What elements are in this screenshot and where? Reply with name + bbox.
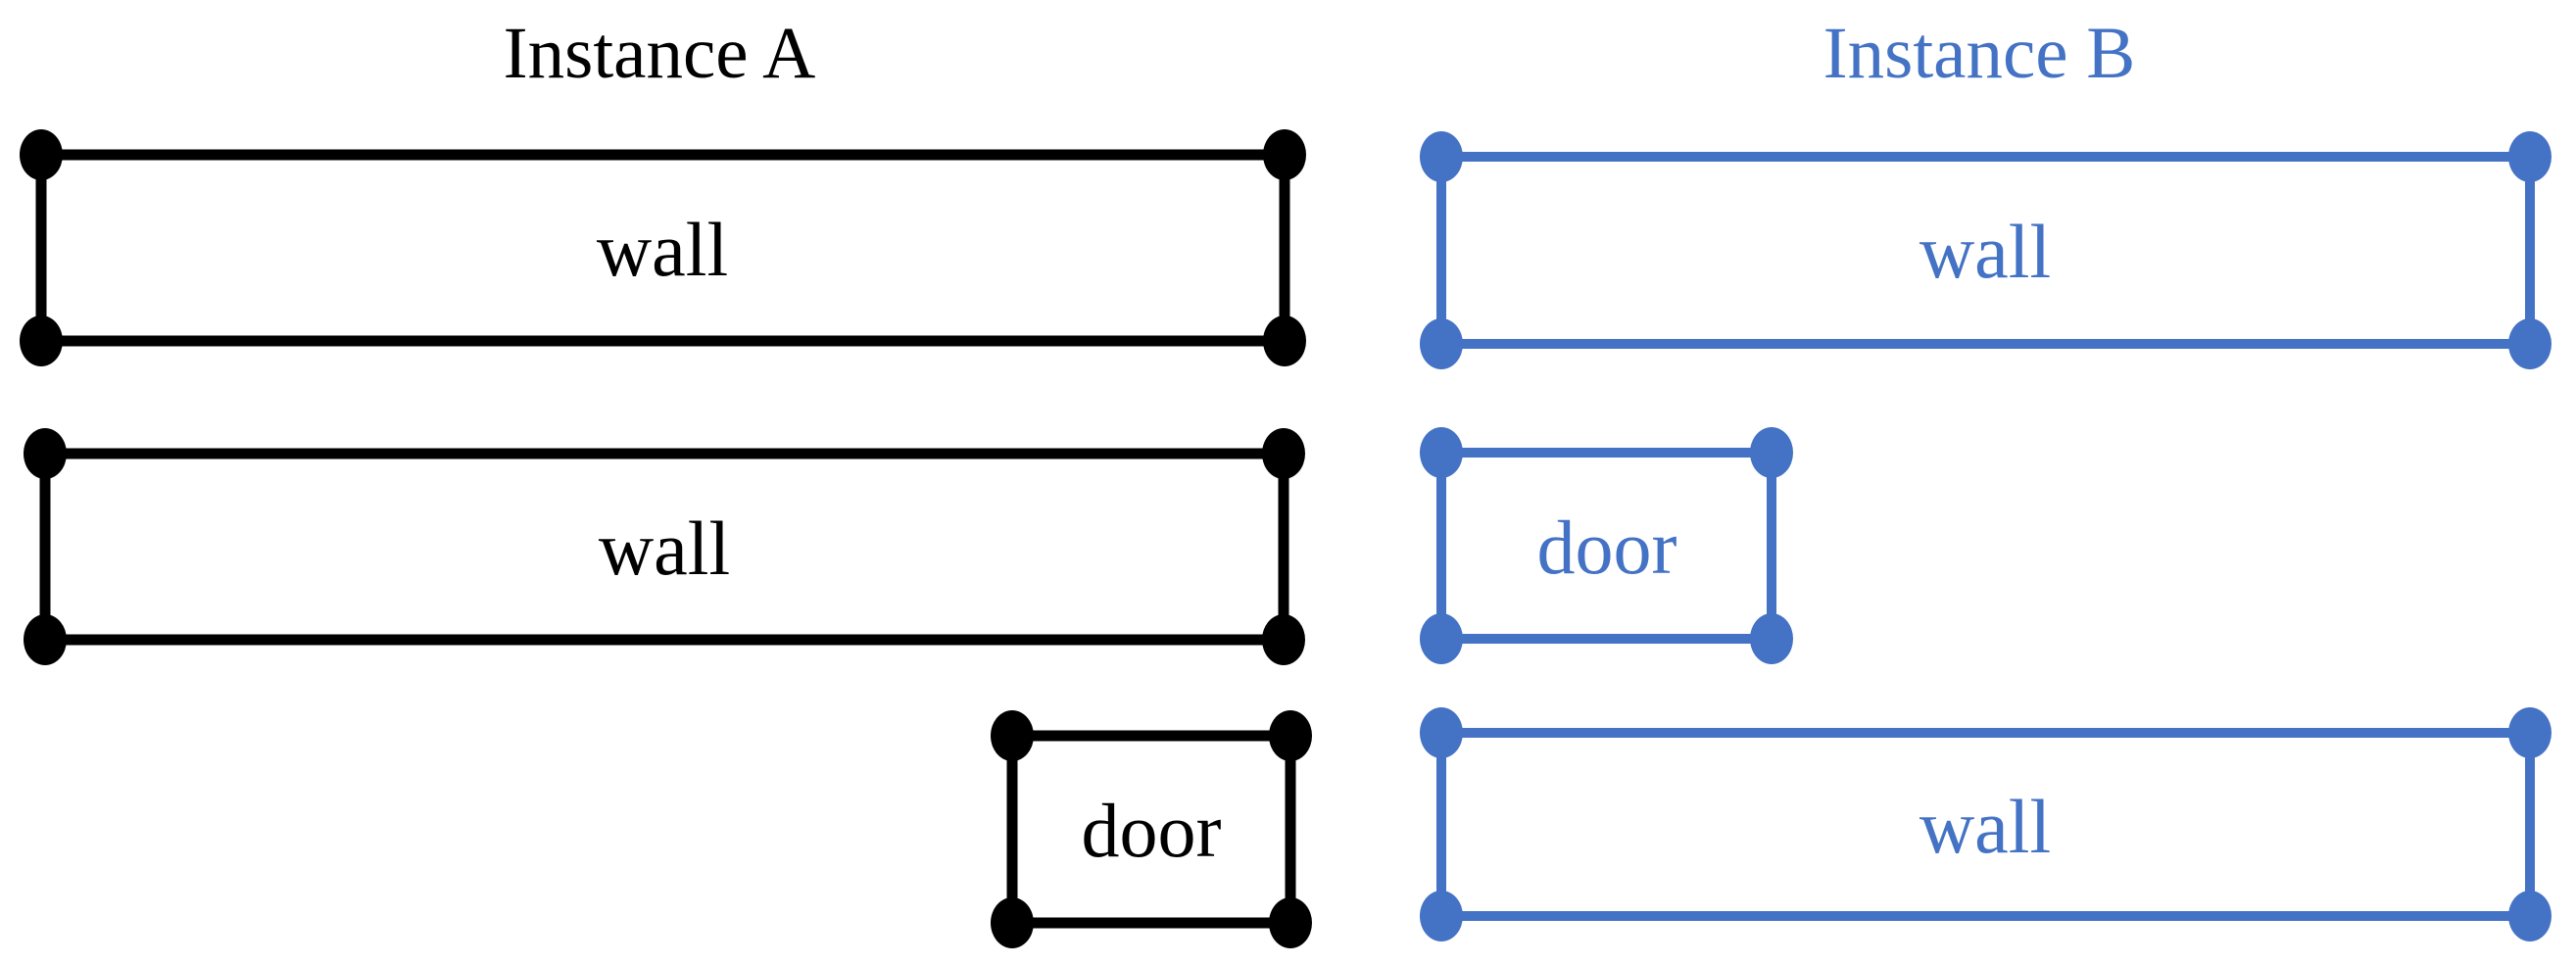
shape-label: door	[1537, 505, 1677, 590]
corner-dot-bottom-left	[1420, 613, 1463, 664]
instance-a-wall-2-shape: wall	[24, 428, 1305, 665]
door-outline	[1436, 448, 1776, 644]
corner-dot-top-right	[2508, 131, 2552, 182]
corner-dot-bottom-right	[2508, 891, 2552, 941]
instance-a-door-shape: door	[991, 710, 1312, 948]
corner-dot-bottom-right	[2508, 318, 2552, 369]
corner-dot-bottom-left	[1420, 891, 1463, 941]
column-title-instance-b: Instance B	[1823, 13, 2136, 94]
shape-label: wall	[597, 207, 728, 292]
wall-outline	[1436, 728, 2535, 921]
instance-b-wall-1-shape: wall	[1420, 131, 2552, 369]
corner-dot-top-right	[1269, 710, 1312, 761]
corner-dot-bottom-right	[1262, 614, 1305, 665]
corner-dot-top-left	[1420, 707, 1463, 758]
corner-dot-bottom-left	[1420, 318, 1463, 369]
corner-dot-top-left	[991, 710, 1034, 761]
corner-dot-top-right	[1263, 129, 1306, 180]
corner-dot-top-left	[1420, 131, 1463, 182]
corner-dot-top-left	[24, 428, 67, 479]
corner-dot-top-right	[1262, 428, 1305, 479]
corner-dot-top-right	[2508, 707, 2552, 758]
wall-outline	[1436, 152, 2535, 349]
shape-label: wall	[1920, 209, 2051, 294]
instance-b-door-shape: door	[1420, 427, 1793, 664]
wall-outline	[35, 149, 1290, 347]
corner-dot-bottom-left	[20, 315, 63, 366]
shape-label: door	[1082, 788, 1222, 873]
wall-outline	[39, 448, 1289, 646]
door-outline	[1006, 730, 1296, 929]
corner-dot-top-right	[1750, 427, 1793, 478]
corner-dot-bottom-right	[1750, 613, 1793, 664]
instance-b-wall-2-shape: wall	[1420, 707, 2552, 941]
shape-label: wall	[1920, 784, 2051, 869]
corner-dot-bottom-right	[1269, 897, 1312, 948]
corner-dot-top-left	[1420, 427, 1463, 478]
corner-dot-bottom-right	[1263, 315, 1306, 366]
instance-a-wall-1-shape: wall	[20, 129, 1306, 366]
corner-dot-bottom-left	[24, 614, 67, 665]
corner-dot-bottom-left	[991, 897, 1034, 948]
column-title-instance-a: Instance A	[504, 13, 816, 94]
corner-dot-top-left	[20, 129, 63, 180]
shape-label: wall	[599, 506, 730, 591]
